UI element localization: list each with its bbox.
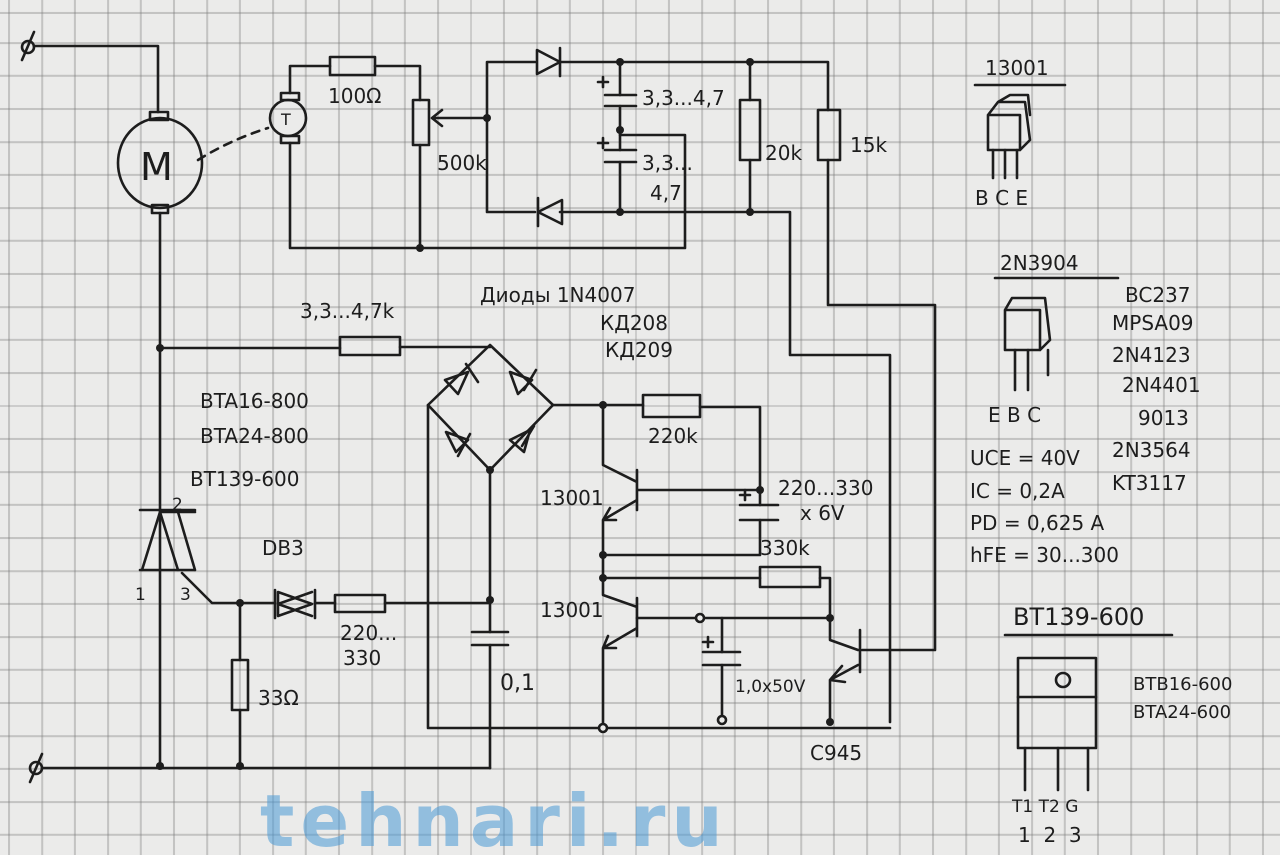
param: IC = 0,2A <box>970 479 1065 503</box>
label-q1: 13001 <box>540 486 604 510</box>
terminal-bottom <box>28 752 44 784</box>
label-c-timing-a: 220...330 <box>778 476 873 500</box>
diode-top <box>535 46 562 78</box>
wire-330k <box>601 576 832 620</box>
diode-bridge <box>426 343 555 472</box>
label-c945: C945 <box>810 741 862 765</box>
label-triac-pin1: 1 <box>135 585 146 605</box>
motor-label: M <box>140 145 173 189</box>
resistor-15k <box>816 108 842 162</box>
ref-bt139-pin-names: T1 T2 G <box>1011 797 1078 817</box>
analog: 2N4123 <box>1112 343 1191 367</box>
wire-bridge-feed <box>158 345 492 350</box>
tacho-label: T <box>280 110 291 129</box>
label-diac: DB3 <box>262 536 304 560</box>
triac <box>138 508 492 605</box>
label-c2a: 3,3... <box>642 151 693 175</box>
transistor-c945 <box>828 616 862 724</box>
transistor-q1 <box>601 403 762 580</box>
resistor-100 <box>328 55 377 77</box>
label-kd209: КД209 <box>605 338 673 362</box>
capacitor-0-1 <box>470 630 510 647</box>
label-r-gate-a: 220... <box>340 621 397 645</box>
mechanical-coupling <box>196 126 270 162</box>
label-r-15k: 15k <box>850 133 887 157</box>
analog: 2N4401 <box>1122 373 1201 397</box>
capacitor-2 <box>596 136 638 164</box>
label-c-1uf: 1,0x50V <box>735 677 806 697</box>
diac-db3 <box>273 588 317 620</box>
label-q2: 13001 <box>540 598 604 622</box>
label-diodes: Диоды 1N4007 <box>480 283 635 307</box>
label-triac-2: BTA24-800 <box>200 424 309 448</box>
param: UCE = 40V <box>970 446 1080 470</box>
motor: M <box>116 110 204 215</box>
ref-2n3904: 2N3904 E B C BC237 MPSA09 2N4123 2N4401 … <box>970 251 1201 567</box>
potentiometer-500k[interactable] <box>411 98 431 147</box>
ref-2n3904-pins: E B C <box>988 403 1041 427</box>
analog: BTA24-600 <box>1133 702 1231 723</box>
resistor-220k <box>641 393 702 419</box>
label-triac-pin3: 3 <box>180 585 191 605</box>
label-pot: 500k <box>437 151 487 175</box>
ref-bt139-pin-numbers: 1 2 3 <box>1018 823 1082 847</box>
resistor-33 <box>230 658 250 712</box>
param: hFE = 30...300 <box>970 543 1119 567</box>
label-c1: 3,3...4,7 <box>642 86 725 110</box>
resistor-3k3 <box>338 335 402 357</box>
resistor-330k <box>758 565 822 589</box>
terminal-top <box>20 30 36 62</box>
watermark: tehnari.ru <box>260 779 729 855</box>
analog: 2N3564 <box>1112 438 1191 462</box>
label-triac-3: BT139-600 <box>190 467 300 491</box>
wire-tacho-loop <box>288 64 687 250</box>
analog: BTB16-600 <box>1133 674 1232 695</box>
resistor-20k <box>738 98 762 162</box>
transistor-q2 <box>601 576 639 730</box>
label-r-bridge: 3,3...4,7k <box>300 299 395 323</box>
ref-2n3904-title: 2N3904 <box>1000 251 1079 275</box>
capacitor-1 <box>596 75 638 108</box>
potentiometer-wiper <box>430 108 489 128</box>
capacitor-1uf <box>701 635 742 667</box>
ref-bt139: BT139-600 BTB16-600 BTA24-600 T1 T2 G 1 … <box>1003 603 1232 847</box>
label-r-20k: 20k <box>765 141 802 165</box>
label-c2b: 4,7 <box>650 181 682 205</box>
wire-top-supply <box>32 44 160 114</box>
label-c-timing-b: x 6V <box>800 501 845 525</box>
label-r-100: 100Ω <box>328 84 381 108</box>
ref-13001-pins: B C E <box>975 186 1028 210</box>
diode-bottom <box>536 196 564 228</box>
ref-bt139-title: BT139-600 <box>1013 603 1144 631</box>
label-r-33: 33Ω <box>258 686 299 710</box>
label-c-01: 0,1 <box>500 671 535 696</box>
tachogenerator: T <box>268 91 308 145</box>
resistor-gate <box>333 593 387 614</box>
label-r-gate-b: 330 <box>343 646 381 670</box>
label-r-330k: 330k <box>760 536 810 560</box>
analog: 9013 <box>1138 406 1189 430</box>
label-kd208: КД208 <box>600 311 668 335</box>
param: PD = 0,625 A <box>970 511 1105 535</box>
label-triac-pin2: 2 <box>172 495 183 515</box>
ref-13001: 13001 B C E <box>973 56 1067 210</box>
analog: MPSA09 <box>1112 311 1194 335</box>
analog: KT3117 <box>1112 471 1187 495</box>
capacitor-timing <box>738 488 780 522</box>
wire-bridge-out <box>426 403 892 770</box>
analog: BC237 <box>1125 283 1191 307</box>
label-r-220k: 220k <box>648 424 698 448</box>
wire-doubler <box>485 60 937 724</box>
label-triac-1: BTA16-800 <box>200 389 309 413</box>
ref-13001-title: 13001 <box>985 56 1049 80</box>
